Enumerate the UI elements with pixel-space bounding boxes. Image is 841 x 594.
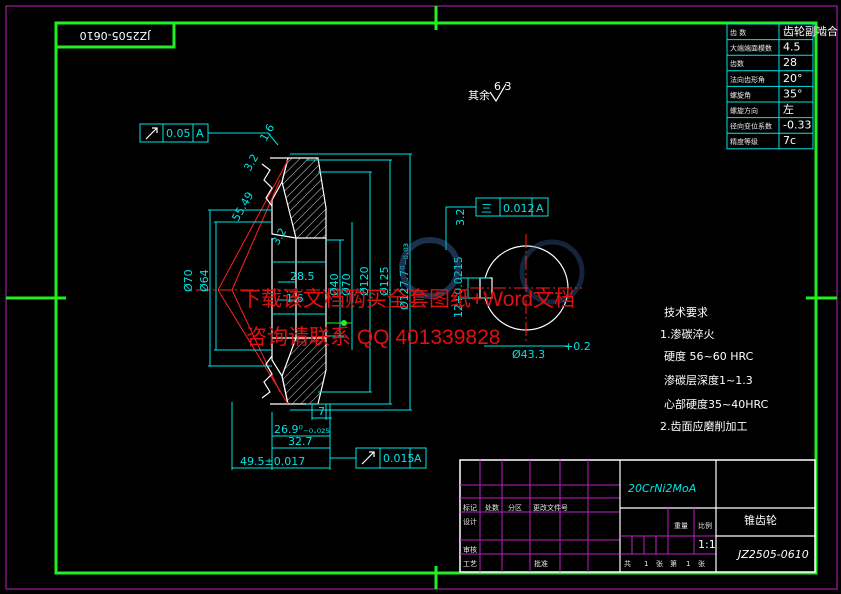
dim-len49: 49.5±0.017 xyxy=(240,455,305,468)
gear-table-label: 径向变位系数 xyxy=(730,122,772,131)
dim-d70: Ø70 xyxy=(182,269,195,292)
label-zone: 分区 xyxy=(508,503,522,512)
watermark: 下载该文档购买全套图纸+Word文档 咨询请联系 QQ 401339828 xyxy=(240,237,585,349)
label-check: 审核 xyxy=(463,545,477,554)
dim-len26: 26.9⁰₋₀.₀₂₅ xyxy=(274,423,330,436)
gear-table-label: 螺旋方向 xyxy=(730,106,758,115)
title-material: 20CrNi2MoA xyxy=(628,482,696,495)
gear-table-value: 7c xyxy=(783,134,796,147)
gear-table-label: 大端端面模数 xyxy=(730,44,772,53)
label-sheet-2: 张 xyxy=(698,559,705,568)
sheet-num: 1 xyxy=(686,560,690,568)
technical-requirements: 技术要求 1.渗碳淬火 硬度 56~60 HRC 渗碳层深度1~1.3 心部硬度… xyxy=(660,306,769,433)
label-process: 工艺 xyxy=(463,560,477,568)
roughness-symbol xyxy=(489,83,507,103)
tolerance-bottom-datum: A xyxy=(414,452,422,465)
label-approve: 批准 xyxy=(534,559,548,568)
gear-table-value: 35° xyxy=(783,87,803,100)
sheet-total-num: 1 xyxy=(644,560,648,568)
tolerance-bore-datum: A xyxy=(536,202,544,215)
label-weight: 重量 xyxy=(674,522,688,530)
dim-len32: 32.7 xyxy=(288,435,313,448)
upper-section xyxy=(281,157,327,239)
tech-req-item-3: 渗碳层深度1~1.3 xyxy=(664,373,753,387)
dim-a32c: 3.2 xyxy=(454,209,467,227)
gear-table-label: 齿 数 xyxy=(730,28,746,37)
watermark-line-1: 下载该文档购买全套图纸+Word文档 xyxy=(240,288,575,311)
tolerance-top-datum: A xyxy=(196,127,204,140)
tech-req-item-1: 1.渗碳淬火 xyxy=(660,327,715,341)
label-mark: 标记 xyxy=(463,503,477,512)
dim-bore-sup: +0.2 xyxy=(564,340,591,353)
dim-r16: 1.6 xyxy=(286,292,304,305)
gear-table-value: -0.33 xyxy=(783,119,811,132)
bore-view: 12+0.0215 Ø43.3 +0.2 3.2 三 0.012 A xyxy=(445,197,591,361)
title-part-name: 锥齿轮 xyxy=(744,513,777,527)
surface-note-value: 6.3 xyxy=(494,80,512,93)
surface-note-prefix: 其余 xyxy=(468,88,490,102)
label-count: 处数 xyxy=(485,503,499,512)
gear-table-value: 4.5 xyxy=(783,41,801,54)
label-design: 设计 xyxy=(463,517,477,526)
gear-table-value: 齿轮副啮合 xyxy=(783,24,838,38)
label-sheet-total: 共 xyxy=(624,559,631,568)
tolerance-bore-symbol: 三 xyxy=(481,202,492,215)
dim-bore: Ø43.3 xyxy=(512,348,545,361)
tech-req-title: 技术要求 xyxy=(664,306,708,319)
title-drawing-number: JZ2505-0610 xyxy=(736,548,809,561)
dim-a32: 3.2 xyxy=(241,152,261,174)
dim-keyway: 12+0.0215 xyxy=(452,256,465,318)
gear-table-value: 左 xyxy=(783,103,794,116)
tolerance-bore-value: 0.012 xyxy=(503,202,535,215)
label-sheet-no: 第 xyxy=(670,559,677,568)
gear-table-value: 28 xyxy=(783,56,797,69)
tolerance-frame-bottom: 0.015 A xyxy=(330,447,427,469)
watermark-line-2: 咨询请联系 QQ 401339828 xyxy=(246,326,500,349)
dim-len7: 7 xyxy=(318,405,325,418)
dim-d64: Ø64 xyxy=(198,269,211,292)
tolerance-frame-top: 0.05 A xyxy=(139,123,279,146)
tolerance-top-value: 0.05 xyxy=(166,127,191,140)
tech-req-item-2: 硬度 56~60 HRC xyxy=(664,349,754,363)
dim-d127: Ø127.7⁰₋₀.₀₃ xyxy=(398,243,411,310)
label-sheet: 张 xyxy=(656,559,663,568)
gear-table-label: 精度等级 xyxy=(730,137,758,146)
rotated-number-box xyxy=(54,21,176,49)
gear-table-label: 齿数 xyxy=(730,59,744,68)
title-scale: 1:1 xyxy=(698,538,716,551)
dim-d70b: Ø70 xyxy=(340,273,353,296)
watermark-logo-icon xyxy=(399,237,461,299)
label-ratio: 比例 xyxy=(698,521,712,530)
rotated-drawing-number: JZ2505-0610 xyxy=(80,29,152,42)
gear-table-value: 20° xyxy=(783,72,803,85)
dim-ang: 55.49 xyxy=(229,190,256,224)
gear-table-label: 螺旋角 xyxy=(730,90,751,99)
gear-table-label: 法向齿形角 xyxy=(730,75,765,84)
dim-len28: 28.5 xyxy=(290,270,315,283)
title-block: 20CrNi2MoA 锥齿轮 JZ2505-0610 1:1 重量 比例 标记 … xyxy=(459,459,816,573)
dim-d40: Ø40 xyxy=(328,273,341,296)
gear-cross-section xyxy=(196,153,420,470)
tech-req-item-4: 心部硬度35~40HRC xyxy=(664,397,769,411)
dim-d120: Ø120 xyxy=(358,266,371,296)
tolerance-bottom-value: 0.015 xyxy=(383,452,415,465)
label-doc-no: 更改文件号 xyxy=(533,503,568,512)
tech-req-item-5: 2.齿面应磨削加工 xyxy=(660,419,748,433)
dim-d125: Ø125 xyxy=(378,266,391,296)
